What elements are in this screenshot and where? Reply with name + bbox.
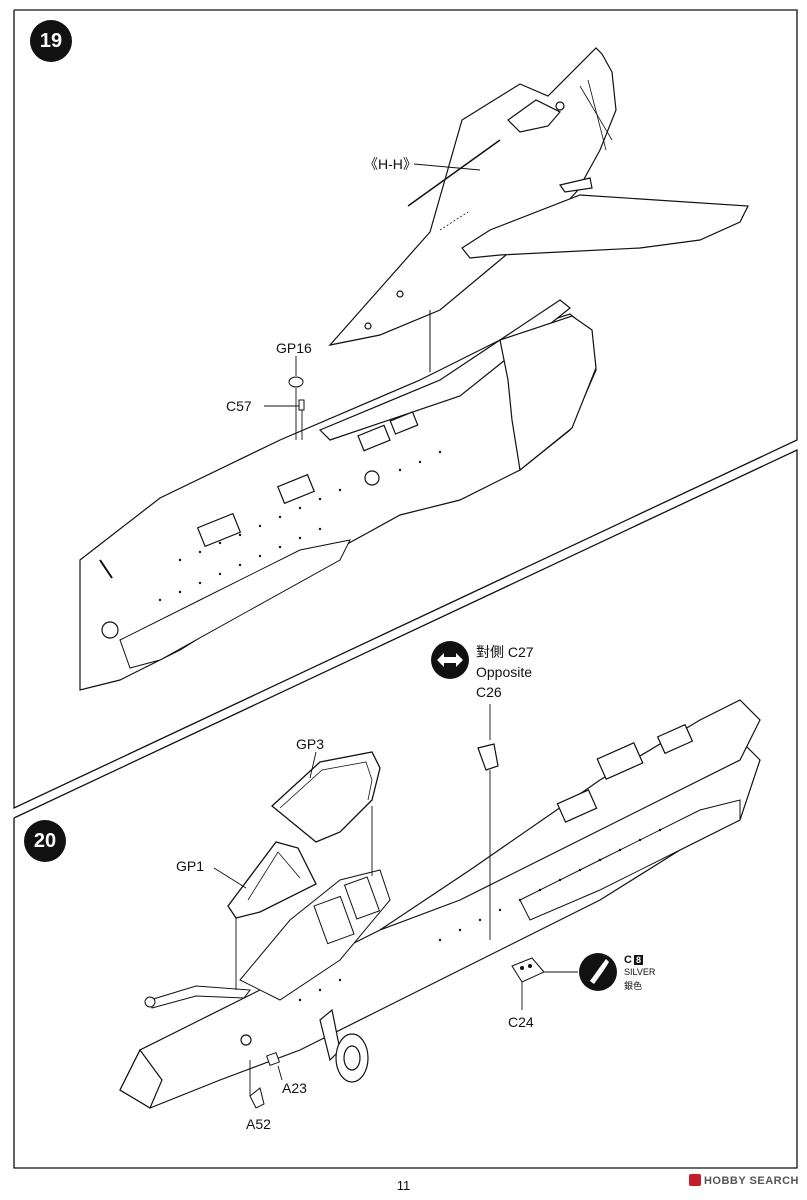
- label-gp1: GP1: [176, 858, 205, 874]
- gp3-canopy-part: [271, 751, 381, 843]
- gp1-windscreen-part: [227, 841, 317, 919]
- label-hh-view: 《H-H》: [364, 156, 417, 172]
- step20-panel-frame: [13, 448, 798, 1169]
- c26-part: [477, 743, 499, 771]
- label-gp3: GP3: [296, 736, 325, 752]
- a23-part: [265, 1051, 281, 1067]
- label-a52: A52: [246, 1116, 271, 1132]
- paint-code: 8: [634, 955, 644, 965]
- c24-part: [511, 957, 545, 983]
- paint-brush-icon: [579, 953, 617, 991]
- cockpit-interior: [144, 869, 391, 1009]
- step-19-badge: 19: [30, 20, 72, 62]
- rear-fuselage-part: [79, 299, 597, 691]
- nose-landing-gear: [319, 1008, 369, 1083]
- step19-leader-lines: [264, 163, 481, 440]
- step-20-number: 20: [33, 829, 57, 852]
- page-number: 11: [396, 1178, 411, 1193]
- label-c57: C57: [226, 398, 252, 414]
- label-c24: C24: [508, 1014, 534, 1030]
- forward-fuselage-rivets: [298, 828, 662, 1002]
- gp16-part: [288, 376, 304, 388]
- paint-name-en: SILVER: [624, 967, 656, 977]
- fuselage-rivets: [158, 450, 442, 602]
- forward-fuselage-part: [119, 699, 761, 1109]
- step-19-number: 19: [39, 29, 63, 52]
- paint-name-cn: 銀色: [624, 981, 643, 991]
- label-opposite: Opposite: [476, 664, 533, 680]
- step-20-badge: 20: [24, 820, 66, 862]
- watermark-logo-icon: [688, 1174, 701, 1186]
- step19-panel-frame: [13, 9, 798, 810]
- watermark: HOBBY SEARCH: [688, 1174, 799, 1187]
- step20-leader-lines: [213, 704, 578, 1096]
- watermark-text: HOBBY SEARCH: [703, 1175, 799, 1187]
- label-c26: C26: [476, 684, 502, 700]
- c57-part: [298, 399, 305, 411]
- a52-part: [249, 1087, 265, 1109]
- label-gp16: GP16: [276, 340, 312, 356]
- paint-letter: C: [624, 954, 632, 966]
- vertical-tail-part: [328, 47, 749, 346]
- label-a23: A23: [282, 1080, 307, 1096]
- double-arrow-icon: [431, 641, 469, 679]
- label-opposite-c27: 對側 C27: [476, 644, 534, 660]
